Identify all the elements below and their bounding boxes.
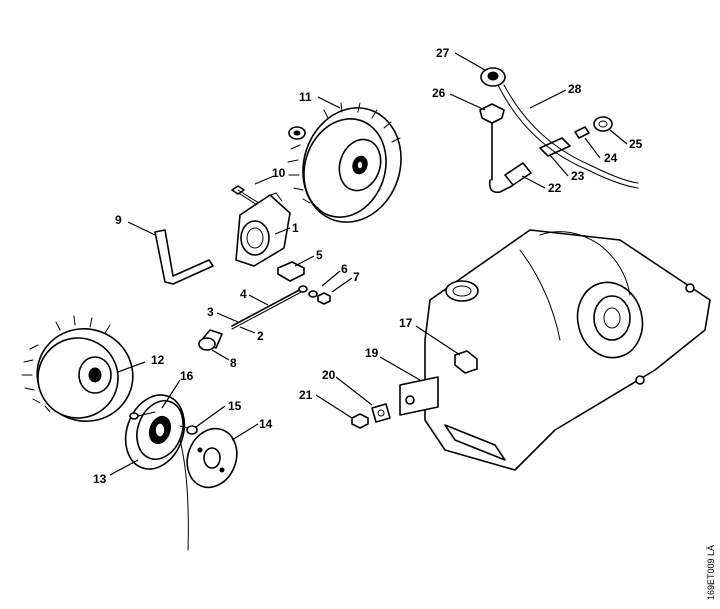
callout-19: 19 [365,346,379,360]
callout-5: 5 [316,248,323,262]
gasket-20 [371,403,391,423]
disk-14 [186,427,238,489]
callout-labels: 11 10 9 1 5 6 7 4 3 2 8 12 16 15 14 13 1… [93,46,643,486]
plug-8 [198,329,223,351]
crankcase [424,229,711,471]
washer-6 [308,290,318,298]
screw-16 [129,411,156,420]
starter-cup-13 [124,394,189,551]
hose-23 [539,137,571,157]
callout-26: 26 [432,86,446,100]
ignition-module-1 [235,192,291,267]
callout-12: 12 [151,353,165,367]
callout-1: 1 [292,221,299,235]
cap-26 [479,103,505,124]
callout-20: 20 [322,368,336,382]
callout-4: 4 [240,287,247,301]
callout-3: 3 [207,305,214,319]
callout-23: 23 [571,169,585,183]
callout-2: 2 [257,329,264,343]
callout-8: 8 [230,356,237,370]
callout-24: 24 [604,151,618,165]
terminal-5 [277,261,305,282]
wrench-9 [154,229,214,285]
cable-4 [231,285,308,330]
callout-27: 27 [436,46,450,60]
callout-10: 10 [272,166,286,180]
drawing-code: 169ET009 LÄ [706,544,716,600]
nut-11a [288,126,306,140]
callout-13: 13 [93,472,107,486]
callout-14: 14 [259,417,273,431]
callout-21: 21 [299,388,313,402]
leader-lines [109,52,628,476]
callout-15: 15 [228,399,242,413]
nut-7 [317,292,331,305]
callout-17: 17 [399,316,413,330]
callout-6: 6 [341,262,348,276]
flywheel-upper [287,102,402,223]
grommet-25 [593,116,613,132]
callout-25: 25 [629,137,643,151]
callout-22: 22 [548,181,562,195]
flywheel-lower [21,315,134,422]
filter-22 [504,162,532,186]
callout-28: 28 [568,82,582,96]
callout-16: 16 [180,369,194,383]
callout-7: 7 [353,270,360,284]
callout-9: 9 [115,213,122,227]
switch-17 [454,350,478,374]
screw-15 [179,425,198,435]
nut-21 [351,413,369,429]
fuel-pickup-assembly [479,67,639,194]
sleeve-24 [574,126,590,139]
callout-11: 11 [299,90,312,104]
bracket-19 [399,376,439,416]
